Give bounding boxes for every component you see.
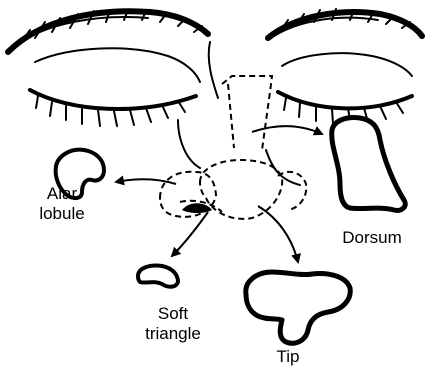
arrow-to-dorsum — [252, 126, 322, 134]
nose-outline-dashed — [160, 76, 306, 219]
label-alar-lobule: Alar lobule — [30, 184, 94, 224]
right-eyebrow — [268, 9, 422, 38]
arrows — [116, 126, 322, 262]
label-alar-line2: lobule — [30, 204, 94, 224]
label-soft-triangle: Soft triangle — [131, 304, 215, 344]
dorsum-left-edge — [228, 84, 234, 148]
label-dorsum: Dorsum — [330, 228, 414, 248]
label-soft-line2: triangle — [131, 324, 215, 344]
nostril — [182, 203, 212, 213]
arrow-to-tip — [258, 206, 298, 262]
arrow-to-soft-triangle — [172, 212, 208, 256]
dorsum-outline — [222, 76, 272, 150]
left-closed-eye — [30, 48, 200, 126]
soft-triangle-shape — [138, 265, 178, 286]
left-eyebrow — [8, 10, 208, 52]
tip-shape — [246, 272, 350, 343]
right-closed-eye — [278, 53, 412, 124]
arrow-to-alar — [116, 179, 176, 184]
dorsum-shape — [332, 118, 406, 211]
face-contours — [178, 42, 300, 185]
tip-outline — [200, 160, 282, 219]
label-soft-line1: Soft — [131, 304, 215, 324]
label-tip: Tip — [268, 347, 308, 367]
label-alar-line1: Alar — [30, 184, 94, 204]
